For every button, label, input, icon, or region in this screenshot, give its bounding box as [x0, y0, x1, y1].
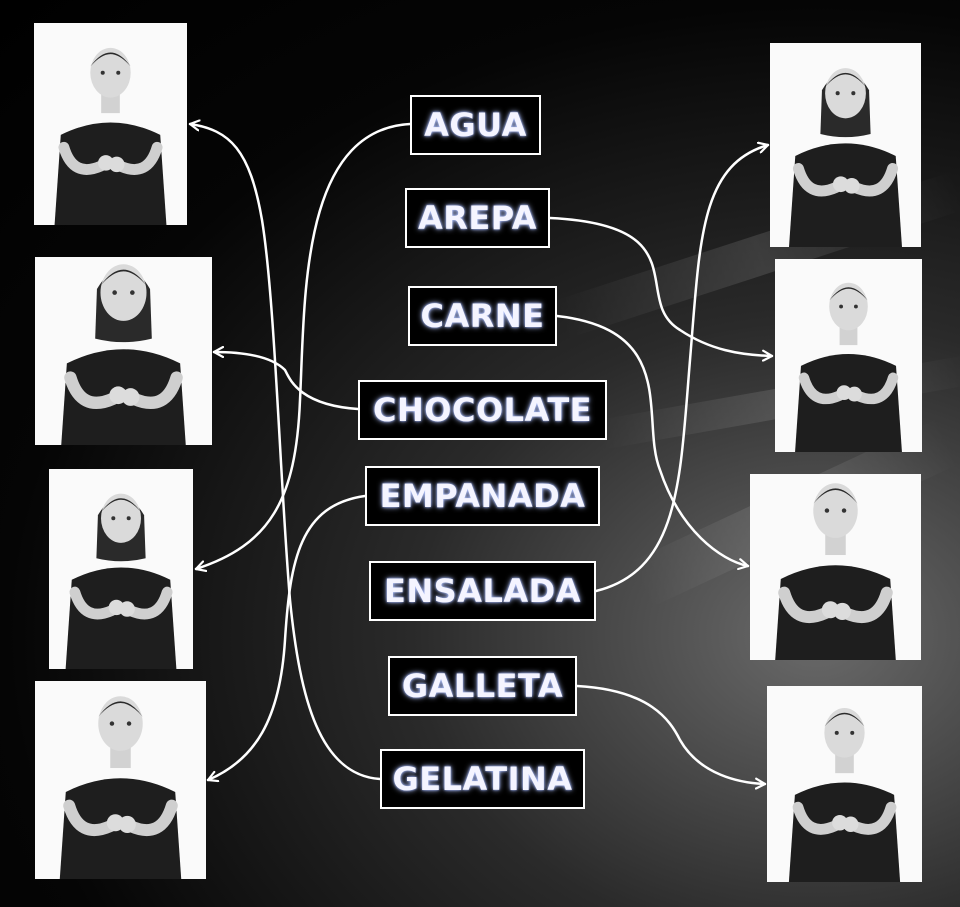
arm: [124, 799, 178, 836]
word-label-gelatina: GELATINA: [380, 749, 585, 809]
arm: [63, 799, 117, 836]
arm: [778, 586, 832, 623]
arm: [69, 586, 118, 620]
link-empanada: [206, 494, 367, 780]
hair-top: [98, 701, 143, 717]
hair-top: [813, 488, 858, 504]
arm: [58, 141, 107, 175]
eye: [111, 516, 116, 521]
photo-left-3: [49, 469, 193, 669]
word-label-ensalada: ENSALADA: [369, 561, 596, 621]
arm: [792, 801, 841, 835]
eye: [112, 290, 117, 295]
hair-top: [824, 712, 865, 727]
head: [825, 68, 866, 119]
hand: [833, 602, 851, 621]
word-label-carne: CARNE: [408, 286, 557, 346]
arm: [798, 372, 845, 405]
photo-right-3: [750, 474, 921, 660]
shirt: [54, 122, 167, 225]
photo-left-1: [34, 23, 187, 225]
arm: [124, 586, 173, 620]
person-illustration: [795, 282, 902, 452]
photo-right-4: [767, 686, 922, 882]
shirt: [65, 567, 177, 669]
head: [98, 696, 143, 751]
arm: [852, 372, 899, 405]
shirt: [789, 143, 902, 247]
person-illustration: [788, 708, 901, 882]
word-label-galleta: GALLETA: [388, 656, 577, 716]
arm: [64, 371, 120, 409]
head: [101, 493, 141, 543]
link-agua: [194, 122, 412, 569]
word-label-agua: AGUA: [410, 95, 541, 155]
arm: [849, 163, 899, 197]
person-illustration: [59, 696, 182, 879]
eye: [109, 721, 115, 726]
person-illustration: [65, 493, 177, 669]
hand: [843, 177, 860, 194]
photo-left-2: [35, 257, 212, 445]
eye: [130, 290, 135, 295]
arm: [114, 141, 163, 175]
arm: [839, 586, 893, 623]
eye: [851, 91, 856, 96]
shirt: [795, 354, 902, 452]
hair-top: [100, 269, 147, 286]
person-illustration: [54, 47, 167, 225]
hand: [119, 601, 135, 617]
eye: [841, 508, 847, 513]
eye: [834, 730, 839, 735]
hand: [842, 816, 859, 833]
link-ensalada: [594, 145, 770, 593]
head: [829, 282, 868, 331]
hair-top: [829, 287, 868, 301]
word-label-chocolate: CHOCOLATE: [358, 380, 607, 440]
arm: [792, 163, 842, 197]
hand: [118, 815, 136, 834]
hair-top: [90, 52, 131, 67]
link-arepa: [548, 216, 774, 356]
eye: [126, 516, 131, 521]
person-illustration: [789, 68, 902, 247]
hair-top: [101, 498, 141, 513]
hand: [847, 386, 862, 402]
eye: [100, 70, 105, 75]
person-illustration: [775, 483, 896, 660]
hair-top: [825, 72, 866, 87]
arm: [127, 371, 183, 409]
link-gelatina: [188, 124, 382, 781]
head: [824, 708, 865, 758]
word-label-arepa: AREPA: [405, 188, 550, 248]
photo-left-4: [35, 681, 206, 879]
head: [813, 483, 858, 538]
arm: [848, 801, 897, 835]
photo-right-2: [775, 259, 922, 452]
hand: [121, 388, 140, 406]
hand: [108, 156, 125, 173]
shirt: [788, 782, 901, 882]
eye: [116, 70, 121, 75]
photo-right-1: [770, 43, 921, 247]
head: [100, 264, 147, 321]
link-carne: [555, 314, 750, 566]
eye: [839, 304, 844, 309]
link-galleta: [575, 684, 767, 784]
link-chocolate: [212, 352, 360, 411]
head: [90, 47, 131, 98]
person-illustration: [61, 264, 186, 445]
eye: [850, 730, 855, 735]
eye: [835, 91, 840, 96]
eye: [824, 508, 830, 513]
eye: [853, 304, 858, 309]
word-label-empanada: EMPANADA: [365, 466, 600, 526]
eye: [126, 721, 132, 726]
